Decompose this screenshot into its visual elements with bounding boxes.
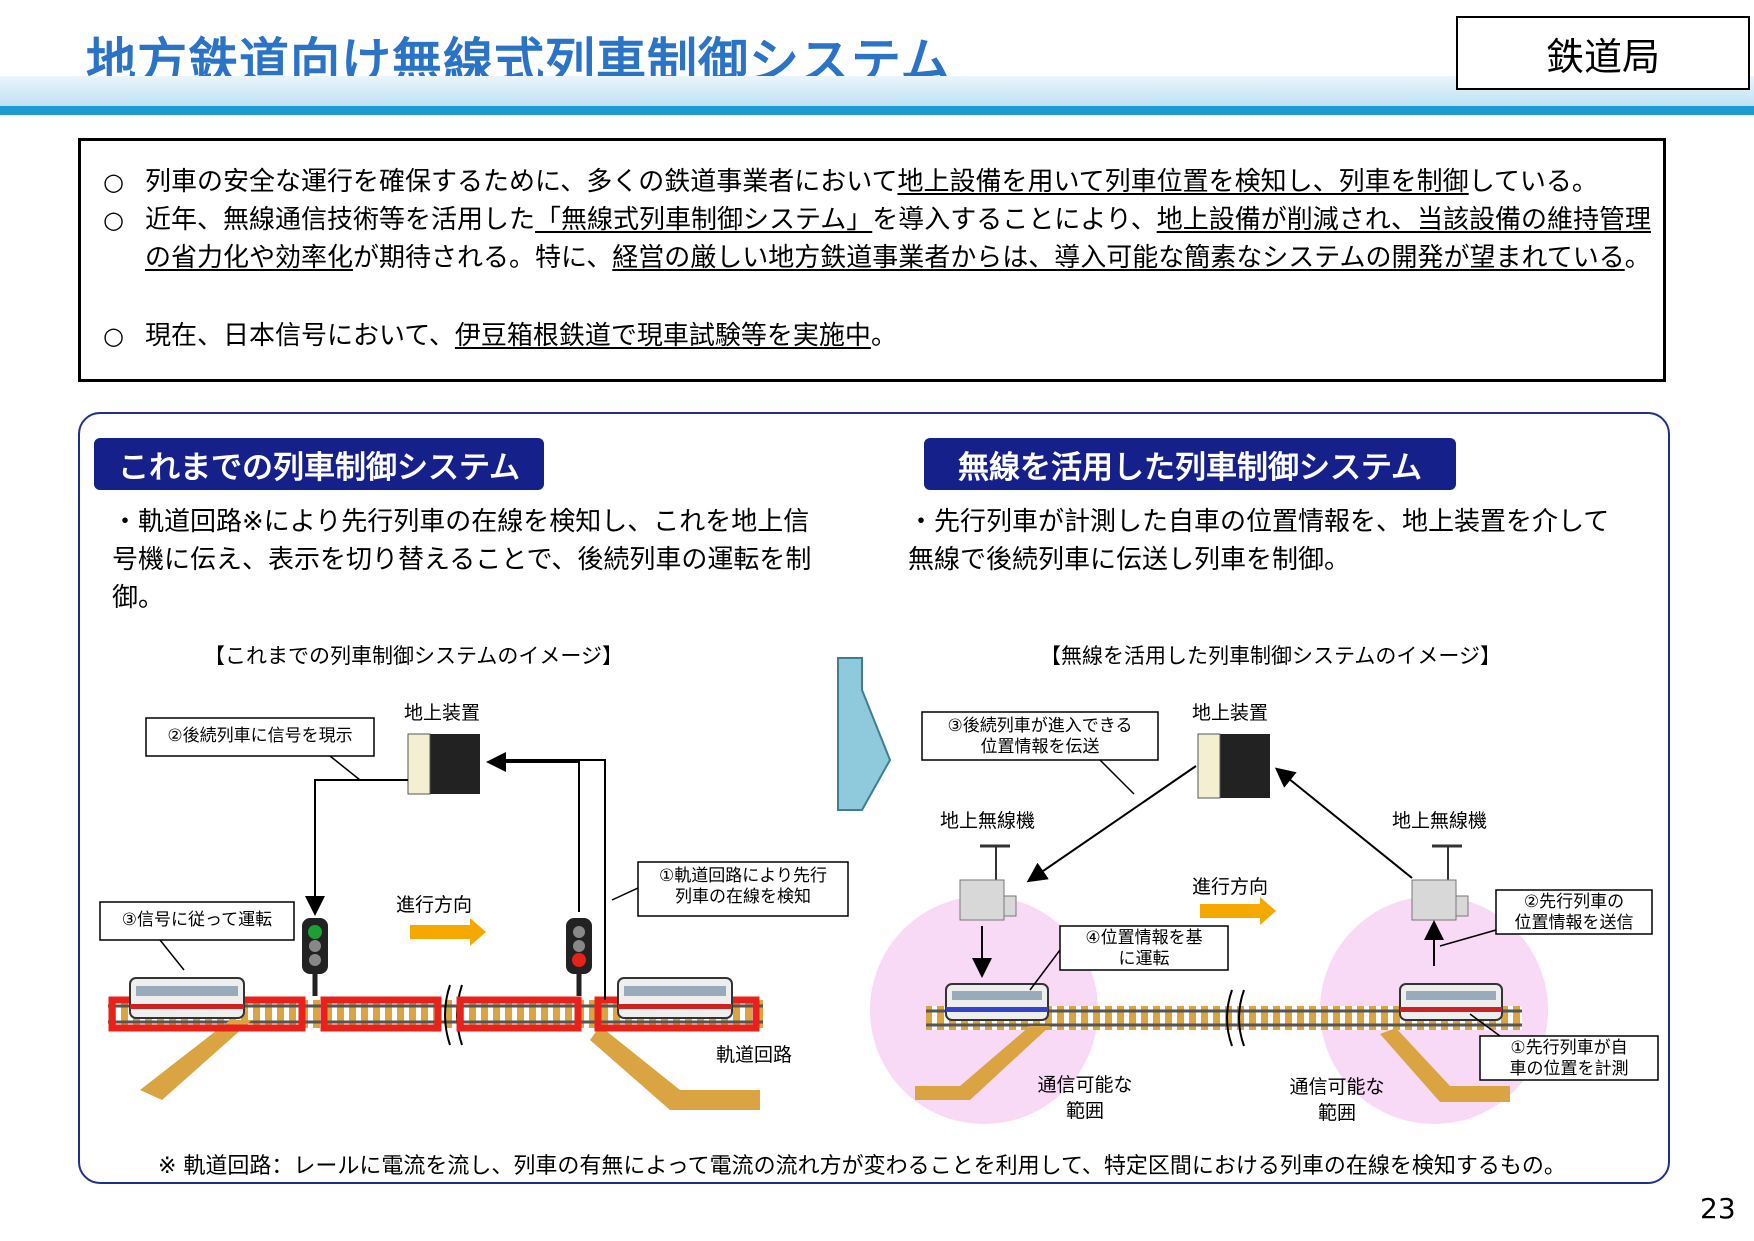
callout-line: 列車の在線を検知	[675, 887, 811, 907]
underlined-text: 地上設備を用いて列車位置を検知し、列車を制御	[897, 167, 1469, 197]
summary-box: ○ 列車の安全な運行を確保するために、多くの鉄道事業者において地上設備を用いて列…	[78, 138, 1666, 382]
callout-send-text: ②先行列車の 位置情報を送信	[1496, 892, 1652, 934]
callout-line: ②先行列車の	[1523, 892, 1625, 912]
radio-unit-icon	[1411, 844, 1469, 921]
underlined-text: 地上設備が削減され、当該設備の維持管理の省力化や効率化	[145, 205, 1651, 273]
direction-arrow	[1200, 897, 1276, 925]
callout-run-text: ③信号に従って運転	[121, 910, 273, 930]
right-header: 無線を活用した列車制御システム	[924, 438, 1456, 490]
text: 近年、無線通信技術等を活用した	[145, 205, 536, 235]
callout-line: 位置情報を送信	[1514, 913, 1634, 933]
transition-arrow	[837, 657, 892, 811]
left-header: これまでの列車制御システム	[94, 438, 544, 490]
train-icon	[1399, 983, 1503, 1021]
callout-measure-text: ①先行列車が自 車の位置を計測	[1480, 1038, 1658, 1080]
page-number: 23	[1700, 1192, 1736, 1225]
callout-detect-text: ①軌道回路により先行 列車の在線を検知	[638, 866, 848, 908]
comparison-panel	[78, 412, 1670, 1184]
range-right-label: 通信可能な 範囲	[1282, 1074, 1392, 1126]
bullet-mark: ○	[103, 206, 124, 234]
left-description: ・軌道回路※により先行列車の在線を検知し、これを地上信号機に伝え、表示を切り替え…	[112, 507, 812, 613]
callout-box	[637, 861, 849, 917]
train-icon	[945, 983, 1049, 1021]
footnote: ※ 軌道回路：レールに電流を流し、列車の有無によって電流の流れ方が変わることを利…	[158, 1154, 1566, 1179]
bullet-mark: ○	[103, 168, 124, 196]
text: 現在、日本信号において、	[145, 321, 455, 351]
signal-red	[566, 918, 592, 996]
underlined-text: 経営の厳しい地方鉄道事業者からは、導入可能な簡素なシステムの開発が望まれている	[612, 243, 1625, 273]
radio-right-label: 地上無線機	[1392, 810, 1488, 832]
track-circuit-label: 軌道回路	[716, 1044, 793, 1066]
right-description: ・先行列車が計測した自車の位置情報を、地上装置を介して無線で後続列車に伝送し列車…	[908, 507, 1610, 575]
bullet-mark: ○	[103, 322, 124, 350]
direction-label: 進行方向	[396, 894, 473, 916]
underlined-text: 伊豆箱根鉄道で現車試験等を実施中	[454, 321, 871, 351]
callout-box	[1059, 925, 1229, 971]
department-box: 鉄道局	[1456, 16, 1750, 90]
callout-line: ③後続列車が進入できる	[947, 716, 1133, 736]
callout-box	[921, 711, 1159, 761]
callout-line: ①先行列車が自	[1510, 1038, 1628, 1058]
ground-device-label: 地上装置	[1192, 702, 1269, 724]
range-line: 範囲	[1317, 1102, 1356, 1124]
callout-box	[1495, 889, 1653, 935]
direction-label: 進行方向	[1192, 876, 1269, 898]
train-icon	[129, 977, 245, 1019]
text: が期待される。特に、	[353, 243, 613, 273]
range-left-label: 通信可能な 範囲	[1030, 1072, 1140, 1124]
underlined-text: 「無線式列車制御システム」	[535, 205, 873, 235]
ground-device-label: 地上装置	[404, 702, 481, 724]
title-band-dark	[0, 106, 1754, 115]
range-line: 通信可能な	[1289, 1076, 1385, 1098]
text: している。	[1468, 167, 1598, 197]
text: を導入することにより、	[872, 205, 1157, 235]
signal-green	[302, 918, 328, 996]
callout-box	[99, 901, 295, 941]
train-icon	[617, 977, 733, 1019]
callout-transmit-text: ③後続列車が進入できる 位置情報を伝送	[922, 716, 1158, 758]
text: 。	[870, 321, 897, 351]
radio-left-label: 地上無線機	[940, 810, 1036, 832]
left-image-caption: 【これまでの列車制御システムのイメージ】	[204, 644, 623, 668]
text: 。	[1624, 243, 1651, 273]
callout-run-text: ④位置情報を基 に運転	[1060, 928, 1228, 970]
text: 列車の安全な運行を確保するために、多くの鉄道事業者において	[145, 167, 898, 197]
callout-line: に運転	[1118, 949, 1170, 969]
range-line: 範囲	[1065, 1100, 1104, 1122]
callout-line: 車の位置を計測	[1509, 1059, 1629, 1079]
range-line: 通信可能な	[1037, 1074, 1133, 1096]
right-image-caption: 【無線を活用した列車制御システムのイメージ】	[1040, 644, 1501, 668]
callout-signal-text: ②後続列車に信号を現示	[167, 726, 353, 746]
callout-box	[1479, 1035, 1659, 1081]
callout-line: ④位置情報を基	[1085, 928, 1203, 948]
radio-unit-icon	[959, 844, 1017, 921]
ground-device-icon	[407, 733, 480, 795]
direction-arrow	[410, 918, 486, 946]
callout-line: 位置情報を伝送	[980, 737, 1100, 757]
ground-device-icon	[1197, 733, 1270, 799]
callout-box	[145, 717, 375, 757]
callout-line: ①軌道回路により先行	[659, 866, 827, 886]
